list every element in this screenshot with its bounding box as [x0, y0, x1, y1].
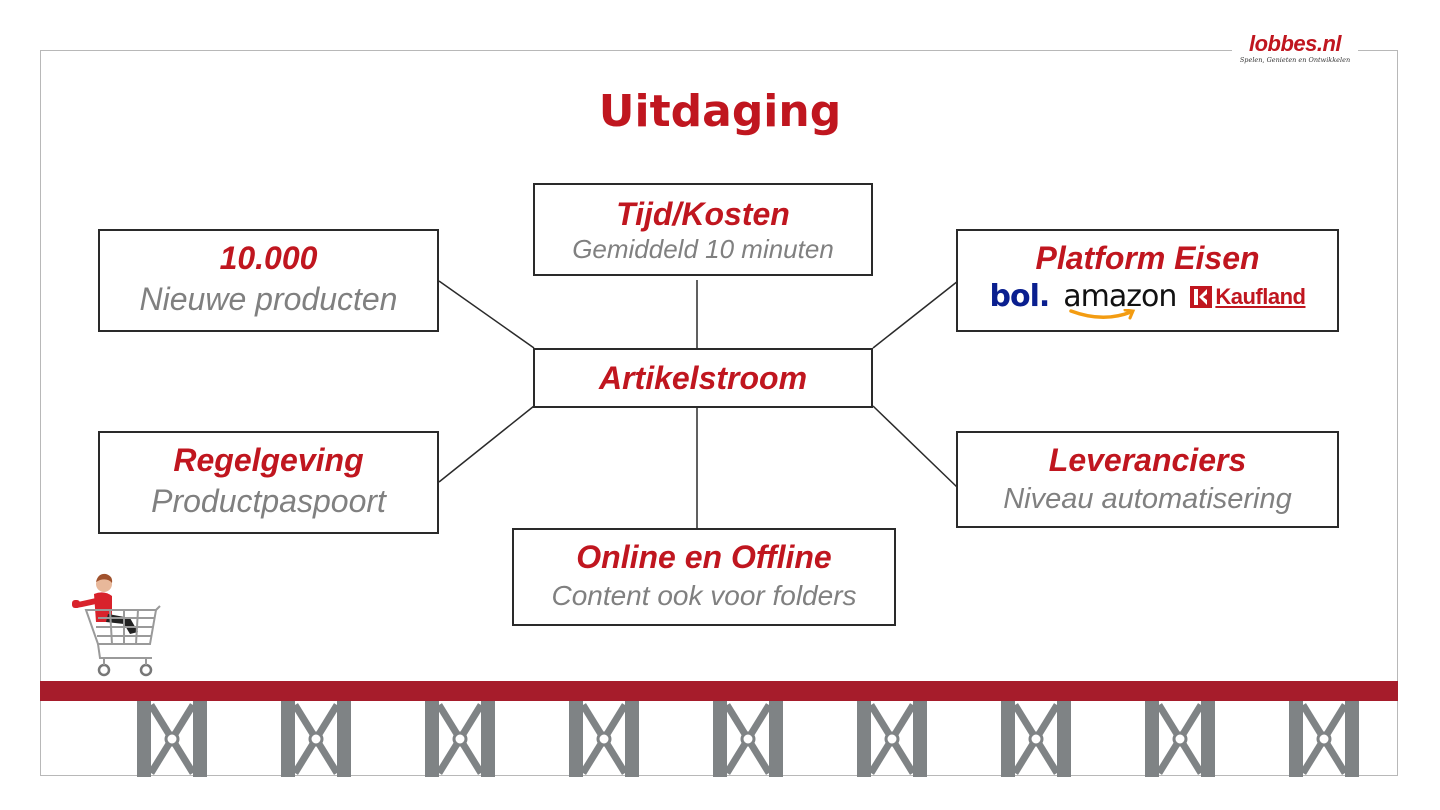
node-online-offline: Online en Offline Content ook voor folde…	[512, 528, 896, 626]
truss-segment	[1145, 701, 1215, 777]
node-leveranciers: Leveranciers Niveau automatisering	[956, 431, 1339, 528]
truss-segment	[281, 701, 351, 777]
node-heading: Leveranciers	[958, 441, 1337, 479]
connector-top-right	[873, 281, 958, 348]
node-subtext: Niveau automatisering	[958, 479, 1337, 519]
truss-segment	[857, 701, 927, 777]
bridge-rail	[40, 681, 1398, 701]
connector-bottom-right	[873, 406, 958, 488]
node-heading: Platform Eisen	[958, 239, 1337, 277]
kaufland-wordmark: Kaufland	[1215, 284, 1305, 310]
node-heading: Tijd/Kosten	[535, 195, 871, 233]
node-subtext: Nieuwe producten	[100, 277, 437, 321]
node-10000: 10.000 Nieuwe producten	[98, 229, 439, 332]
connector-top-left	[439, 281, 534, 348]
kaufland-emblem-icon	[1190, 286, 1212, 308]
platform-logos: bol. amazon Kaufland	[958, 279, 1337, 314]
truss-segment	[425, 701, 495, 777]
truss-segment	[1001, 701, 1071, 777]
bol-logo: bol.	[990, 279, 1050, 314]
truss-segment	[1289, 701, 1359, 777]
node-platform-eisen: Platform Eisen bol. amazon Kaufland	[956, 229, 1339, 332]
node-heading: Online en Offline	[514, 538, 894, 576]
node-heading: Regelgeving	[100, 441, 437, 479]
node-heading: 10.000	[100, 239, 437, 277]
truss-segment	[569, 701, 639, 777]
node-regelgeving: Regelgeving Productpaspoort	[98, 431, 439, 534]
truss-segment	[713, 701, 783, 777]
node-tijd-kosten: Tijd/Kosten Gemiddeld 10 minuten	[533, 183, 873, 276]
node-subtext: Gemiddeld 10 minuten	[535, 233, 871, 265]
connector-bottom-left	[439, 406, 534, 482]
truss-segment	[137, 701, 207, 777]
node-subtext: Content ook voor folders	[514, 576, 894, 616]
center-label: Artikelstroom	[535, 359, 871, 397]
amazon-smile-icon	[1069, 309, 1139, 321]
kaufland-logo: Kaufland	[1190, 284, 1305, 310]
node-artikelstroom: Artikelstroom	[533, 348, 873, 408]
amazon-logo: amazon	[1063, 279, 1176, 314]
node-subtext: Productpaspoort	[100, 479, 437, 523]
child-in-shopping-cart-icon	[66, 570, 166, 682]
